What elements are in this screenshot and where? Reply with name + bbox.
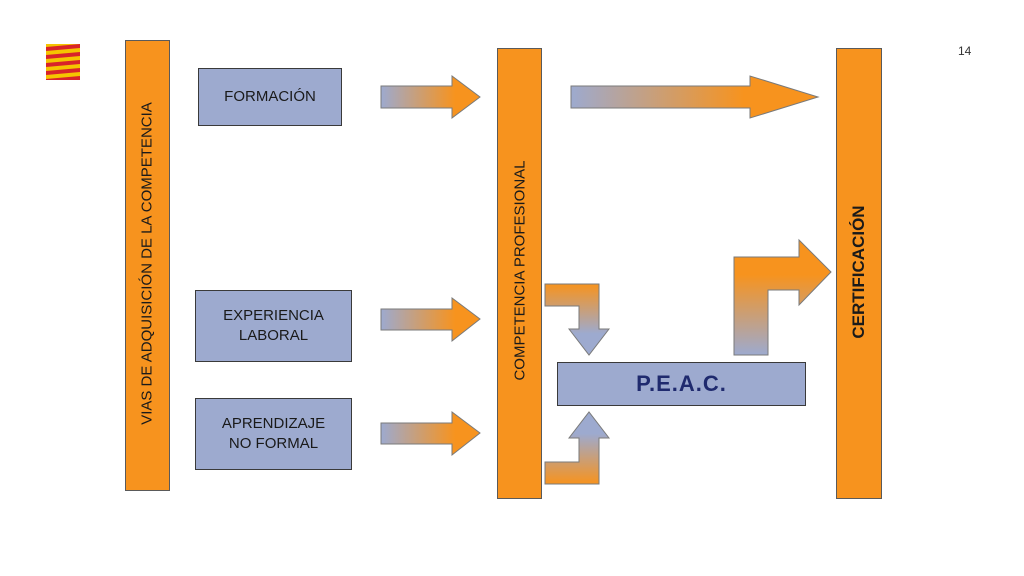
experiencia-laboral-box: EXPERIENCIA LABORAL xyxy=(195,290,352,362)
aragon-flag-stripes-icon xyxy=(46,44,80,80)
experiencia-label-line1: EXPERIENCIA xyxy=(223,306,324,324)
arrow-experiencia-competencia xyxy=(380,297,481,343)
page-number: 14 xyxy=(958,44,972,58)
certificacion-bar xyxy=(836,48,882,499)
arrow-peac-certificacion xyxy=(733,238,832,356)
aprendizaje-label-line1: APRENDIZAJE xyxy=(221,414,326,432)
aprendizaje-label-line2: NO FORMAL xyxy=(228,435,319,452)
vias-adquisicion-bar xyxy=(125,40,170,491)
aprendizaje-no-formal-box: APRENDIZAJE NO FORMAL xyxy=(195,398,352,470)
arrow-formacion-competencia xyxy=(380,75,481,119)
arrow-competencia-certificacion xyxy=(570,75,820,119)
experiencia-label-line2: LABORAL xyxy=(238,327,309,344)
competencia-profesional-bar xyxy=(497,48,542,499)
arrow-aprendizaje-competencia xyxy=(380,411,481,457)
arrow-competencia-peac-up xyxy=(544,411,611,485)
peac-label: P.E.A.C. xyxy=(636,371,727,397)
formacion-box: FORMACIÓN xyxy=(198,68,342,126)
arrow-competencia-peac-down xyxy=(544,283,611,356)
formacion-label: FORMACIÓN xyxy=(224,87,316,105)
peac-box: P.E.A.C. xyxy=(557,362,806,406)
